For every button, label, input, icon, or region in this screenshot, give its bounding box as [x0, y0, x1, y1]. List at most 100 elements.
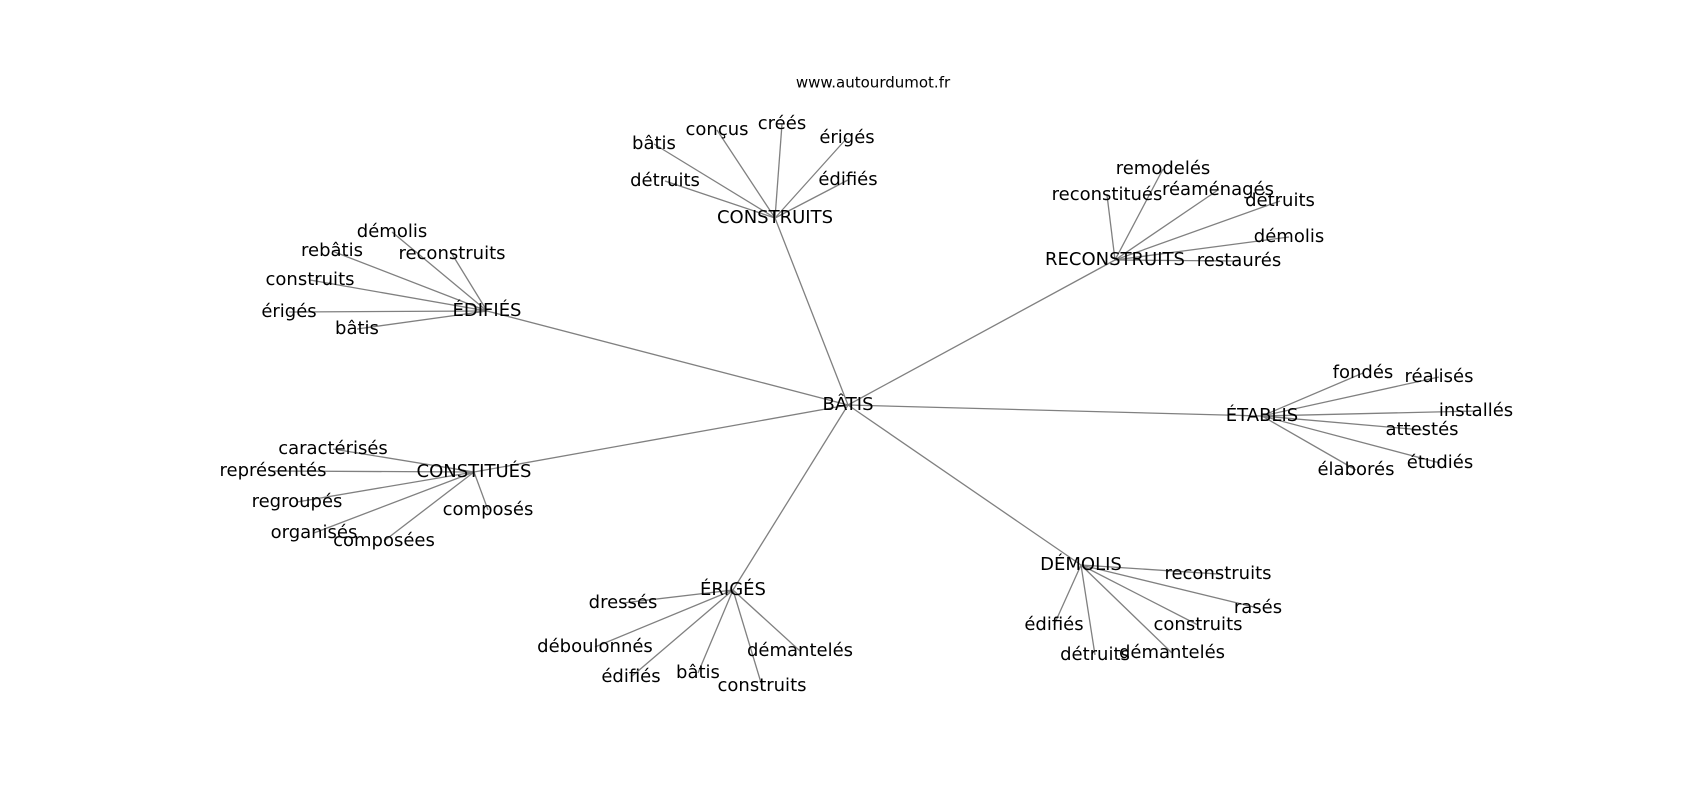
edge-hub-4-leaf-5 — [473, 471, 489, 511]
leaf-node: élaborés — [1317, 459, 1394, 480]
edge-hub-2-leaf-2 — [451, 253, 488, 312]
edge-hub-5-leaf-1 — [1080, 564, 1259, 609]
leaf-node: reconstitués — [1052, 184, 1163, 205]
edge-hub-1-leaf-2 — [1114, 189, 1219, 261]
edge-hub-3-leaf-5 — [1261, 415, 1357, 471]
edge-hub-1-leaf-3 — [1114, 200, 1281, 261]
hub-node: ÉRIGÉS — [700, 578, 766, 600]
edge-hub-6-leaf-5 — [732, 589, 801, 652]
edge-hub-3-leaf-0 — [1261, 372, 1364, 417]
leaf-node: composées — [333, 530, 435, 551]
edge-hub-4-leaf-3 — [313, 471, 475, 534]
leaf-node: installés — [1439, 400, 1513, 421]
leaf-node: restaurés — [1197, 250, 1281, 271]
edge-hub-0-leaf-4 — [664, 180, 776, 219]
edge-hub-2-leaf-5 — [356, 310, 488, 330]
leaf-node: réalisés — [1405, 366, 1474, 387]
leaf-node: rasés — [1234, 597, 1282, 618]
site-label: www.autourdumot.fr — [796, 74, 951, 92]
hub-node: CONSTITUÉS — [417, 460, 532, 482]
edge-hub-3-leaf-3 — [1261, 415, 1423, 431]
edge-hub-4-leaf-1 — [272, 470, 475, 473]
edge-hub-6-leaf-2 — [630, 589, 734, 678]
edge-hub-0-leaf-2 — [774, 123, 783, 219]
leaf-node: construits — [1154, 614, 1243, 635]
edge-center-hub-4 — [473, 404, 849, 473]
edges — [272, 123, 1477, 687]
edge-hub-2-leaf-1 — [331, 250, 488, 312]
edge-hub-4-leaf-4 — [383, 471, 475, 542]
leaf-node: démantelés — [1119, 642, 1225, 663]
leaf-node: démolis — [357, 221, 427, 242]
leaf-node: détruits — [1245, 190, 1315, 211]
leaf-node: conçus — [686, 119, 749, 140]
leaf-node: édifiés — [1024, 614, 1083, 635]
leaf-node: détruits — [630, 170, 700, 191]
leaf-node: démantelés — [747, 640, 853, 661]
leaf-node: érigés — [819, 127, 874, 148]
edge-hub-2-leaf-4 — [288, 310, 488, 313]
leaf-node: fondés — [1333, 362, 1394, 383]
leaf-node: étudiés — [1407, 452, 1473, 473]
leaf-node: déboulonnés — [537, 636, 653, 657]
edge-hub-5-leaf-4 — [1080, 564, 1096, 656]
leaf-node: représentés — [220, 460, 327, 481]
edge-center-hub-3 — [847, 404, 1263, 417]
edge-hub-5-leaf-5 — [1053, 564, 1082, 626]
leaf-node: rebâtis — [301, 240, 363, 261]
leaf-node: construits — [718, 675, 807, 696]
edge-hub-5-leaf-3 — [1080, 564, 1173, 654]
edge-hub-1-leaf-5 — [1114, 259, 1240, 262]
leaf-node: détruits — [1060, 644, 1130, 665]
leaf-node: édifiés — [818, 169, 877, 190]
leaf-node: créés — [758, 113, 806, 134]
leaf-node: caractérisés — [278, 438, 388, 459]
leaf-node: bâtis — [632, 133, 676, 154]
edge-hub-4-leaf-0 — [332, 448, 475, 473]
edge-center-hub-0 — [774, 217, 849, 406]
edge-hub-0-leaf-0 — [653, 143, 776, 219]
edge-hub-6-leaf-0 — [622, 589, 734, 604]
edge-hub-0-leaf-1 — [716, 129, 776, 219]
edge-hub-2-leaf-0 — [391, 231, 488, 312]
edge-hub-5-leaf-0 — [1080, 564, 1219, 575]
hub-node: ÉTABLIS — [1226, 404, 1298, 426]
leaf-node: regroupés — [252, 491, 343, 512]
leaf-node: composés — [443, 499, 534, 520]
leaf-node: reconstruits — [1164, 563, 1271, 584]
leaf-node: remodelés — [1116, 158, 1211, 179]
hub-node: RECONSTRUITS — [1045, 249, 1185, 270]
hub-node: ÉDIFIÉS — [452, 299, 521, 321]
edge-hub-6-leaf-4 — [732, 589, 763, 687]
edge-hub-0-leaf-3 — [774, 137, 848, 219]
leaf-node: dressés — [589, 592, 658, 613]
edge-hub-1-leaf-0 — [1114, 168, 1164, 261]
leaf-node: reconstruits — [398, 243, 505, 264]
edge-hub-0-leaf-5 — [774, 179, 849, 219]
edge-center-hub-5 — [847, 404, 1082, 566]
leaf-node: organisés — [271, 522, 358, 543]
leaf-node: construits — [266, 269, 355, 290]
labels: www.autourdumot.fr BÂTISCONSTRUITSbâtisc… — [220, 74, 1514, 697]
edge-center-hub-2 — [486, 310, 849, 406]
edge-hub-2-leaf-3 — [309, 279, 488, 312]
edge-hub-3-leaf-4 — [1261, 415, 1441, 464]
edge-hub-1-leaf-1 — [1106, 194, 1116, 261]
edge-center-hub-1 — [847, 259, 1116, 406]
edge-hub-5-leaf-2 — [1080, 564, 1199, 626]
leaf-node: bâtis — [335, 318, 379, 339]
leaf-node: attestés — [1385, 419, 1458, 440]
leaf-node: démolis — [1254, 226, 1324, 247]
hub-node: DÉMOLIS — [1040, 553, 1122, 575]
leaf-node: érigés — [261, 301, 316, 322]
edge-hub-3-leaf-1 — [1261, 376, 1440, 417]
hub-node: CONSTRUITS — [717, 207, 833, 228]
edge-hub-1-leaf-4 — [1114, 236, 1290, 261]
edge-hub-6-leaf-3 — [697, 589, 734, 674]
edge-hub-6-leaf-1 — [594, 589, 734, 648]
leaf-node: réaménagés — [1162, 179, 1274, 200]
leaf-node: édifiés — [601, 666, 660, 687]
leaf-node: bâtis — [676, 662, 720, 683]
edge-center-hub-6 — [732, 404, 849, 591]
